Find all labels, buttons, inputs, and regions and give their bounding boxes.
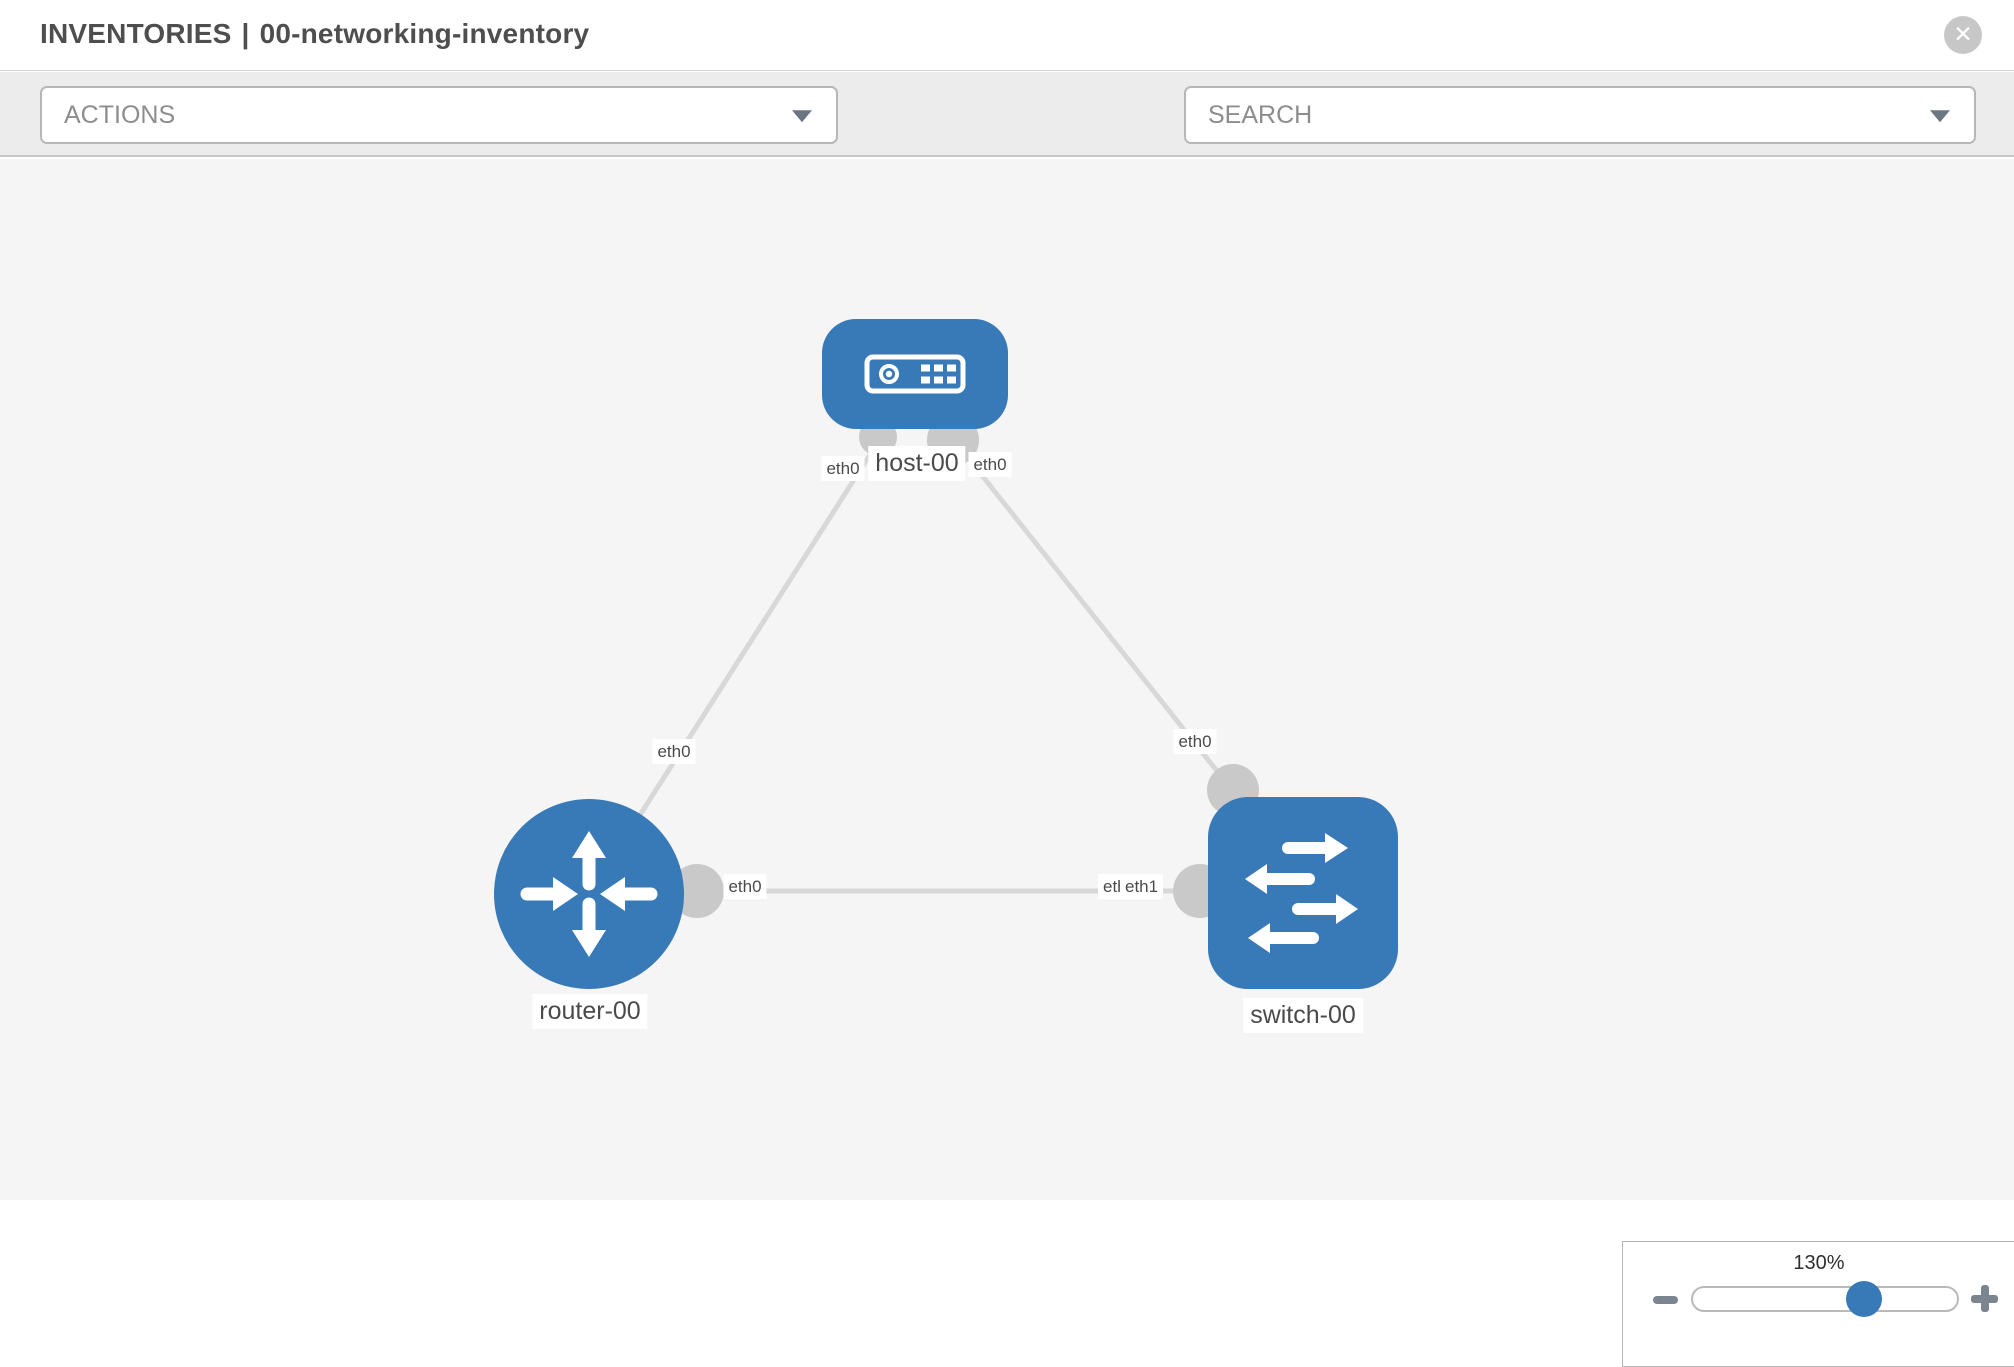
actions-dropdown-label: ACTIONS xyxy=(64,100,176,129)
if-label-switch-eth0-uplink: eth0 xyxy=(1173,729,1217,755)
toolbar: ACTIONS SEARCH xyxy=(0,72,2014,214)
router-icon xyxy=(520,831,658,957)
node-label-router-00: router-00 xyxy=(532,994,648,1030)
if-label-host-eth0-left: eth0 xyxy=(821,456,865,482)
node-label-switch-00: switch-00 xyxy=(1243,998,1363,1034)
zoom-value: 130% xyxy=(1793,1252,1845,1274)
topology-graph xyxy=(494,319,1398,989)
interface-endpoints xyxy=(670,414,1259,918)
inventory-name: 00-networking-inventory xyxy=(259,18,590,49)
actions-dropdown[interactable]: ACTIONS xyxy=(40,86,838,144)
search-dropdown[interactable]: SEARCH xyxy=(1184,86,1976,144)
zoom-slider-track[interactable] xyxy=(1691,1286,1959,1312)
endpoint-router-eth0 xyxy=(670,864,724,918)
node-router-00[interactable] xyxy=(494,799,684,989)
header: INVENTORIES | 00-networking-inventory ✕ xyxy=(0,0,2014,71)
breadcrumb: INVENTORIES xyxy=(40,18,232,49)
node-host-00[interactable] xyxy=(822,319,1008,429)
zoom-panel: 130% xyxy=(1622,1241,2014,1367)
search-dropdown-label: SEARCH xyxy=(1208,100,1313,129)
if-label-host-eth0-right: eth0 xyxy=(968,452,1012,478)
node-label-host-00: host-00 xyxy=(868,446,966,482)
chevron-down-icon xyxy=(1930,110,1950,123)
edges xyxy=(589,437,1303,894)
close-icon: ✕ xyxy=(1953,20,1973,47)
host-icon xyxy=(864,354,966,394)
zoom-out-button[interactable] xyxy=(1653,1296,1678,1304)
close-button[interactable]: ✕ xyxy=(1944,16,1982,54)
switch-icon xyxy=(1245,833,1358,953)
zoom-slider-thumb[interactable] xyxy=(1846,1281,1882,1317)
if-label-switch-eth1: eth1 xyxy=(1120,874,1164,900)
zoom-in-button[interactable] xyxy=(1971,1285,1998,1312)
topology-canvas[interactable]: host-00 router-00 switch-00 eth0 eth0 et… xyxy=(0,159,2014,1367)
node-switch-00[interactable] xyxy=(1208,797,1398,989)
page-title: INVENTORIES | 00-networking-inventory xyxy=(40,18,589,50)
chevron-down-icon xyxy=(792,110,812,123)
if-label-router-eth0: eth0 xyxy=(723,874,767,900)
if-label-router-eth0-uplink: eth0 xyxy=(652,739,696,765)
breadcrumb-separator: | xyxy=(241,18,250,49)
